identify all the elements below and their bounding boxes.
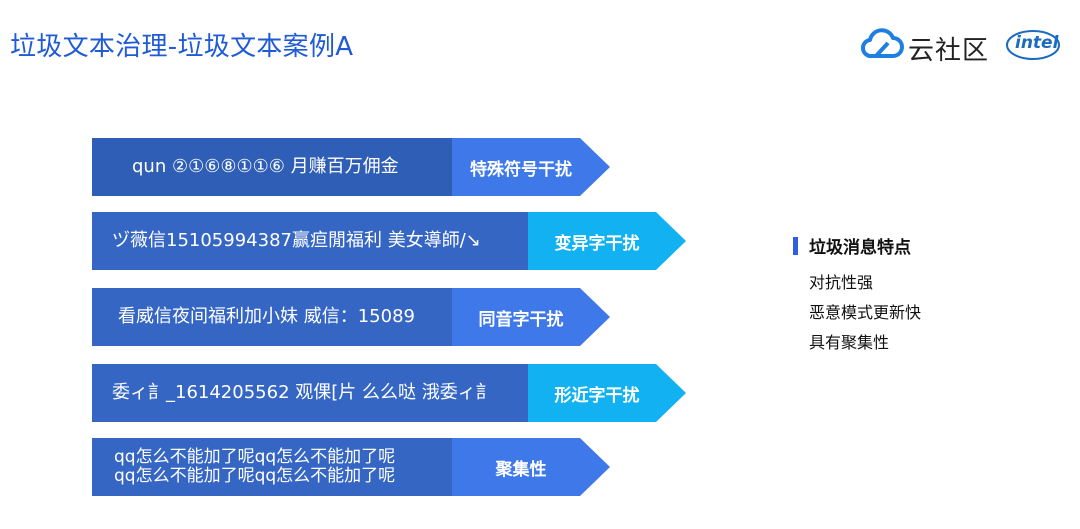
tag-label: 同音字干扰 [478,309,564,330]
spam-text: 委ィ訁_1614205562 观倮[片 么么哒 涐委ィ訁 [92,364,528,422]
spam-text-line: ヅ薇信15105994387赢疸閒福利 美女導師/↘ [112,230,481,251]
spam-text-line: qq怎么不能加了呢qq怎么不能加了呢 [114,447,396,467]
intel-swoosh-icon [1006,30,1060,60]
page-title: 垃圾文本治理-垃圾文本案例A [10,32,354,62]
spam-example-row: qq怎么不能加了呢qq怎么不能加了呢 qq怎么不能加了呢qq怎么不能加了呢 聚集… [92,438,612,496]
spam-example-row: ヅ薇信15105994387赢疸閒福利 美女導師/↘ 变异字干扰 [92,212,688,270]
interference-tag: 聚集性 [452,438,602,496]
spam-text: 看威信夜间福利加小妹 威信：15089 [92,288,452,346]
brand-logo: 云社区 intel [860,20,1070,68]
tag-label: 变异字干扰 [554,233,640,254]
interference-tag: 同音字干扰 [452,288,602,346]
tag-label: 聚集性 [495,459,547,480]
interference-tag: 变异字干扰 [528,212,678,270]
panel-heading: 垃圾消息特点 [809,238,911,258]
tag-arrow-shape [452,288,610,346]
spam-text-line: 看威信夜间福利加小妹 威信：15089 [118,306,415,327]
cloud-logo-icon [860,28,904,59]
intel-text: intel [1015,33,1059,53]
interference-tag: 特殊符号干扰 [452,138,602,196]
logo-text: 云社区 [908,36,990,66]
spam-example-row: 委ィ訁_1614205562 观倮[片 么么哒 涐委ィ訁 形近字干扰 [92,364,688,422]
spam-example-row: 看威信夜间福利加小妹 威信：15089 同音字干扰 [92,288,612,346]
interference-tag: 形近字干扰 [528,364,678,422]
spam-text-line: qun ②①⑥⑧①①⑥ 月赚百万佣金 [132,156,399,177]
tag-arrow-shape [528,364,686,422]
spam-example-row: qun ②①⑥⑧①①⑥ 月赚百万佣金 特殊符号干扰 [92,138,612,196]
panel-item: 具有聚集性 [809,333,890,352]
tag-arrow-shape [452,138,610,196]
spam-text-line: qq怎么不能加了呢qq怎么不能加了呢 [114,466,396,486]
spam-text-line: 委ィ訁_1614205562 观倮[片 么么哒 涐委ィ訁 [112,382,494,403]
panel-item: 恶意模式更新快 [809,303,922,322]
spam-text: qun ②①⑥⑧①①⑥ 月赚百万佣金 [92,138,452,196]
intel-logo: intel [1005,28,1061,62]
tag-arrow-shape [528,212,686,270]
heading-accent-bar [793,237,798,255]
spam-text: ヅ薇信15105994387赢疸閒福利 美女導師/↘ [92,212,528,270]
panel-item: 对抗性强 [809,273,874,292]
tag-arrow-shape [452,438,610,496]
tag-label: 形近字干扰 [554,385,640,406]
spam-text: qq怎么不能加了呢qq怎么不能加了呢 qq怎么不能加了呢qq怎么不能加了呢 [92,438,452,496]
tag-label: 特殊符号干扰 [470,159,572,180]
